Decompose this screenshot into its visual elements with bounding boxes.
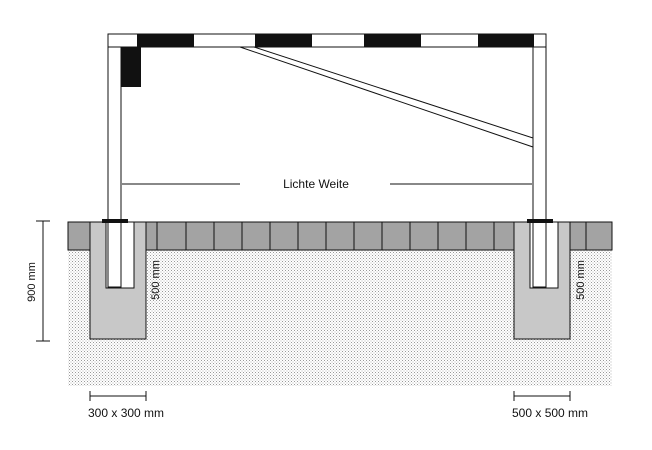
depth-label-right: 500 mm xyxy=(575,260,587,300)
depth-label-left: 500 mm xyxy=(150,260,162,300)
foundation-right-dimension xyxy=(513,391,571,401)
left-base-plate xyxy=(102,219,128,223)
right-post xyxy=(532,46,547,288)
top-rail xyxy=(107,33,547,48)
diagonal-brace xyxy=(239,46,534,148)
left-post xyxy=(107,46,122,288)
right-base-plate xyxy=(527,219,553,223)
foundation-right-label: 500 x 500 mm xyxy=(512,406,588,420)
foundation-left-dimension xyxy=(89,391,147,401)
height-label: 900 mm xyxy=(26,262,38,302)
corner-stripe-block xyxy=(121,47,141,87)
foundation-left-label: 300 x 300 mm xyxy=(88,406,164,420)
clear-width-label: Lichte Weite xyxy=(283,177,349,191)
height-dimension xyxy=(36,220,50,342)
